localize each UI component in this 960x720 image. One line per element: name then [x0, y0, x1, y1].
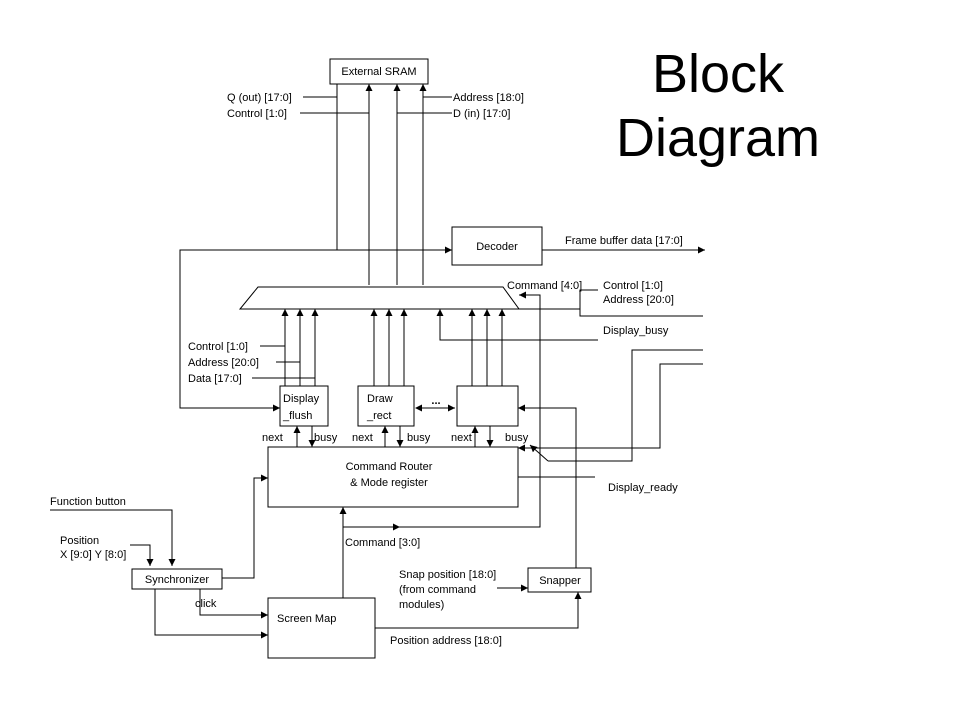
click-label: click [195, 598, 217, 610]
title-line1: Block [652, 44, 785, 104]
display-flush-line2: _flush [282, 410, 312, 422]
sync-to-router-wire [222, 474, 268, 579]
draw-rect-next-label: next [352, 432, 373, 444]
snap-position-line3: modules) [399, 599, 444, 611]
snapper-block [527, 567, 592, 593]
cmd-to-mux-wire [436, 309, 598, 341]
mux-out-right-line [579, 309, 703, 317]
draw-rect-block [357, 385, 415, 427]
mod-address-label: Address [20:0] [188, 357, 259, 369]
screen-map-block [267, 597, 376, 659]
display-busy-wire [518, 363, 703, 452]
command-router-line2: & Mode register [350, 477, 428, 489]
function-button-label: Function button [50, 496, 126, 508]
frame-buffer-label: Frame buffer data [17:0] [565, 235, 683, 247]
command-module-next-label: next [451, 432, 472, 444]
display-flush-block [279, 385, 329, 427]
decoder-label: Decoder [476, 241, 518, 253]
synchronizer-block [131, 568, 223, 590]
command-module-busy-label: busy [505, 432, 529, 444]
display-flush-busy-label: busy [314, 432, 338, 444]
draw-rect-line1: Draw [367, 393, 393, 405]
display-ready-top-wire [548, 349, 703, 462]
function-button-wire [50, 509, 176, 566]
q-out-feedback-wire [179, 249, 452, 412]
title-line2: Diagram [616, 108, 820, 168]
external-sram-label: External SRAM [341, 66, 416, 78]
draw-rect-line2: _rect [366, 410, 391, 422]
sram-d-in-label: D (in) [17:0] [453, 108, 510, 120]
command-router-block [267, 446, 519, 508]
decoder-block [451, 226, 543, 266]
sync-position-wire [154, 589, 268, 639]
snapper-to-module-wire [518, 404, 577, 568]
sram-control-label: Control [1:0] [227, 108, 287, 120]
more-modules-ellipsis: ... [431, 395, 440, 407]
snap-position-line2: (from command [399, 584, 476, 596]
display-busy-label: Display_busy [603, 325, 669, 337]
command-router-line1: Command Router [346, 461, 433, 473]
display-flush-next-label: next [262, 432, 283, 444]
command-3-0-label: Command [3:0] [345, 537, 420, 549]
sram-address-label: Address [18:0] [453, 92, 524, 104]
position-address-wire [375, 592, 582, 629]
command-module-block [456, 385, 519, 427]
multiplexer-block [238, 286, 520, 310]
click-wire [199, 589, 268, 619]
position-address-label: Position address [18:0] [390, 635, 502, 647]
external-sram-block [329, 58, 429, 85]
synchronizer-label: Synchronizer [145, 574, 210, 586]
display-ready-label: Display_ready [608, 482, 678, 494]
position-label-line2: X [9:0] Y [8:0] [60, 549, 126, 561]
command-4-0-label: Command [4:0] [507, 280, 582, 292]
mod-control-label: Control [1:0] [188, 341, 248, 353]
snapper-label: Snapper [539, 575, 581, 587]
out-control-label: Control [1:0] [603, 280, 663, 292]
out-address-label: Address [20:0] [603, 294, 674, 306]
sram-q-out-label: Q (out) [17:0] [227, 92, 292, 104]
mux-out-line [519, 289, 598, 310]
display-ready-arrow [529, 444, 549, 462]
screen-map-label: Screen Map [277, 613, 336, 625]
draw-rect-busy-label: busy [407, 432, 431, 444]
position-label-line1: Position [60, 535, 99, 547]
mod-data-label: Data [17:0] [188, 373, 242, 385]
position-wire [130, 544, 154, 566]
display-flush-line1: Display [283, 393, 320, 405]
snap-position-line1: Snap position [18:0] [399, 569, 496, 581]
